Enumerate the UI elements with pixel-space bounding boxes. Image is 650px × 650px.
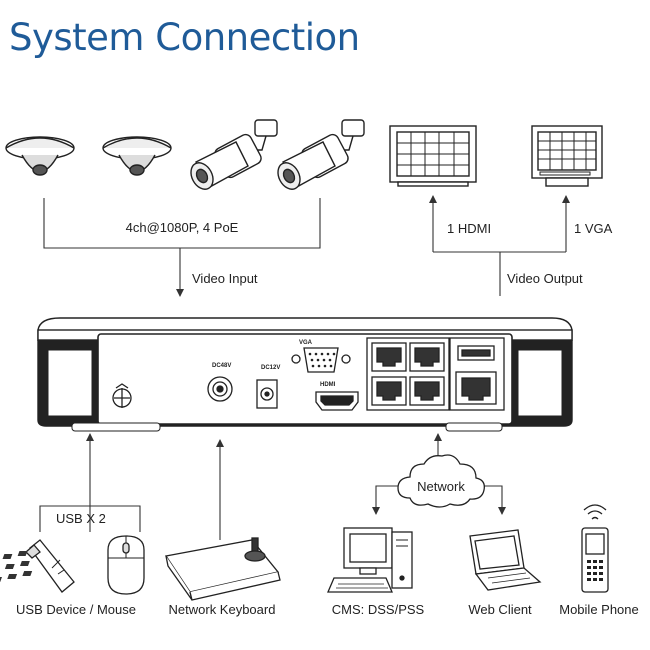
dc12v-label: DC12V (261, 365, 280, 371)
hdmi-port-label: HDMI (320, 382, 336, 388)
hdmi-output-label: 1 HDMI (447, 221, 491, 236)
dc12v-port-icon (256, 379, 278, 409)
cms-label: CMS: DSS/PSS (332, 602, 425, 617)
network-label: Network (417, 479, 465, 494)
ground-screw-icon (112, 383, 132, 408)
network-cloud-icon (397, 454, 485, 508)
usb-device-mouse-label: USB Device / Mouse (16, 602, 136, 617)
network-keyboard-icon (0, 537, 281, 601)
camera-spec-label: 4ch@1080P, 4 PoE (126, 220, 239, 235)
poe-ports-icon (366, 337, 450, 411)
vga-output-label: 1 VGA (574, 221, 613, 236)
mouse-icon (107, 535, 145, 595)
usb-network-ports-icon (449, 337, 505, 411)
video-output-lines (429, 195, 570, 296)
dc48v-label: DC48V (212, 363, 231, 369)
hdmi-port-icon (315, 391, 359, 411)
dome-camera-icon (5, 136, 75, 176)
dc48v-port-icon (207, 376, 233, 402)
bullet-camera-icon (277, 119, 365, 190)
usb-device-icon (25, 539, 75, 593)
dome-camera-icon (102, 136, 172, 176)
mobile-phone-icon (581, 504, 609, 593)
network-keyboard-label: Network Keyboard (169, 602, 276, 617)
video-input-lines (43, 198, 321, 297)
vga-monitor-icon (531, 125, 603, 187)
video-output-label: Video Output (507, 271, 583, 286)
vga-port-icon (291, 347, 351, 373)
web-client-label: Web Client (468, 602, 532, 617)
laptop-icon (469, 529, 542, 591)
page-title: System Connection (9, 16, 360, 59)
hdmi-monitor-icon (389, 125, 477, 187)
bullet-camera-icon (190, 119, 278, 190)
usb-count-label: USB X 2 (56, 511, 106, 526)
cms-computer-icon (327, 527, 413, 593)
video-input-label: Video Input (192, 271, 258, 286)
mobile-phone-label: Mobile Phone (559, 602, 639, 617)
vga-port-label: VGA (299, 340, 313, 346)
usb-connection-lines (39, 433, 141, 532)
